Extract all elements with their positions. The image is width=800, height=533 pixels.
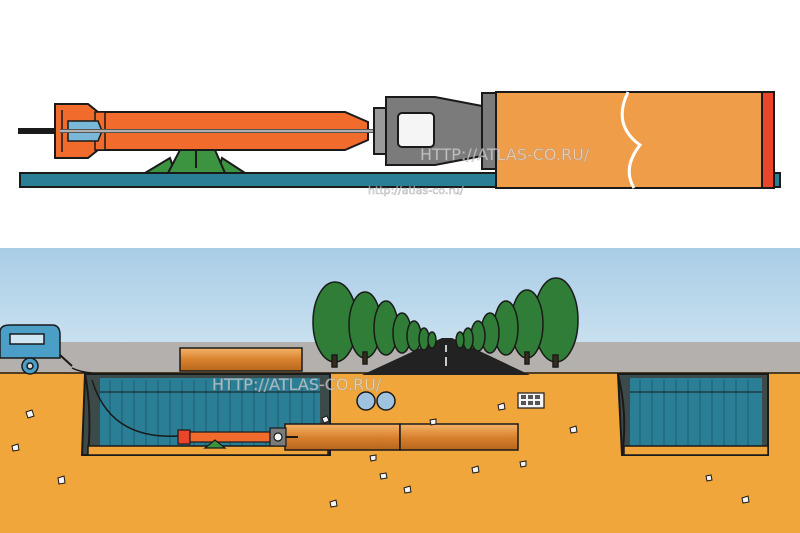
utility-pipe — [376, 391, 396, 411]
top-detail-view: HTTP://ATLAS-CO.RU/ http://atlas-co.ru/ — [18, 91, 781, 197]
road-icon — [362, 338, 530, 375]
watermark-top-small: http://atlas-co.ru/ — [368, 184, 464, 197]
trailer-icon — [0, 324, 73, 375]
surface-pipe — [179, 347, 303, 372]
pipe-icon — [495, 91, 775, 189]
utility-pipe — [356, 391, 376, 411]
watermark-top: HTTP://ATLAS-CO.RU/ — [420, 145, 590, 164]
tree-icon — [427, 331, 437, 349]
bottom-scene: HTTP://ATLAS-CO.RU/ — [0, 248, 800, 533]
tree-row-right — [455, 277, 579, 368]
cable-duct — [517, 392, 545, 409]
tree-row-left — [312, 281, 437, 368]
underground-pipe — [284, 423, 519, 451]
air-hose-ground — [71, 367, 93, 374]
soil-pebbles — [11, 402, 750, 508]
watermark-bottom: HTTP://ATLAS-CO.RU/ — [212, 375, 382, 394]
receiving-pit — [616, 373, 769, 456]
pit-hammer — [177, 427, 298, 449]
tree-icon — [455, 331, 465, 349]
